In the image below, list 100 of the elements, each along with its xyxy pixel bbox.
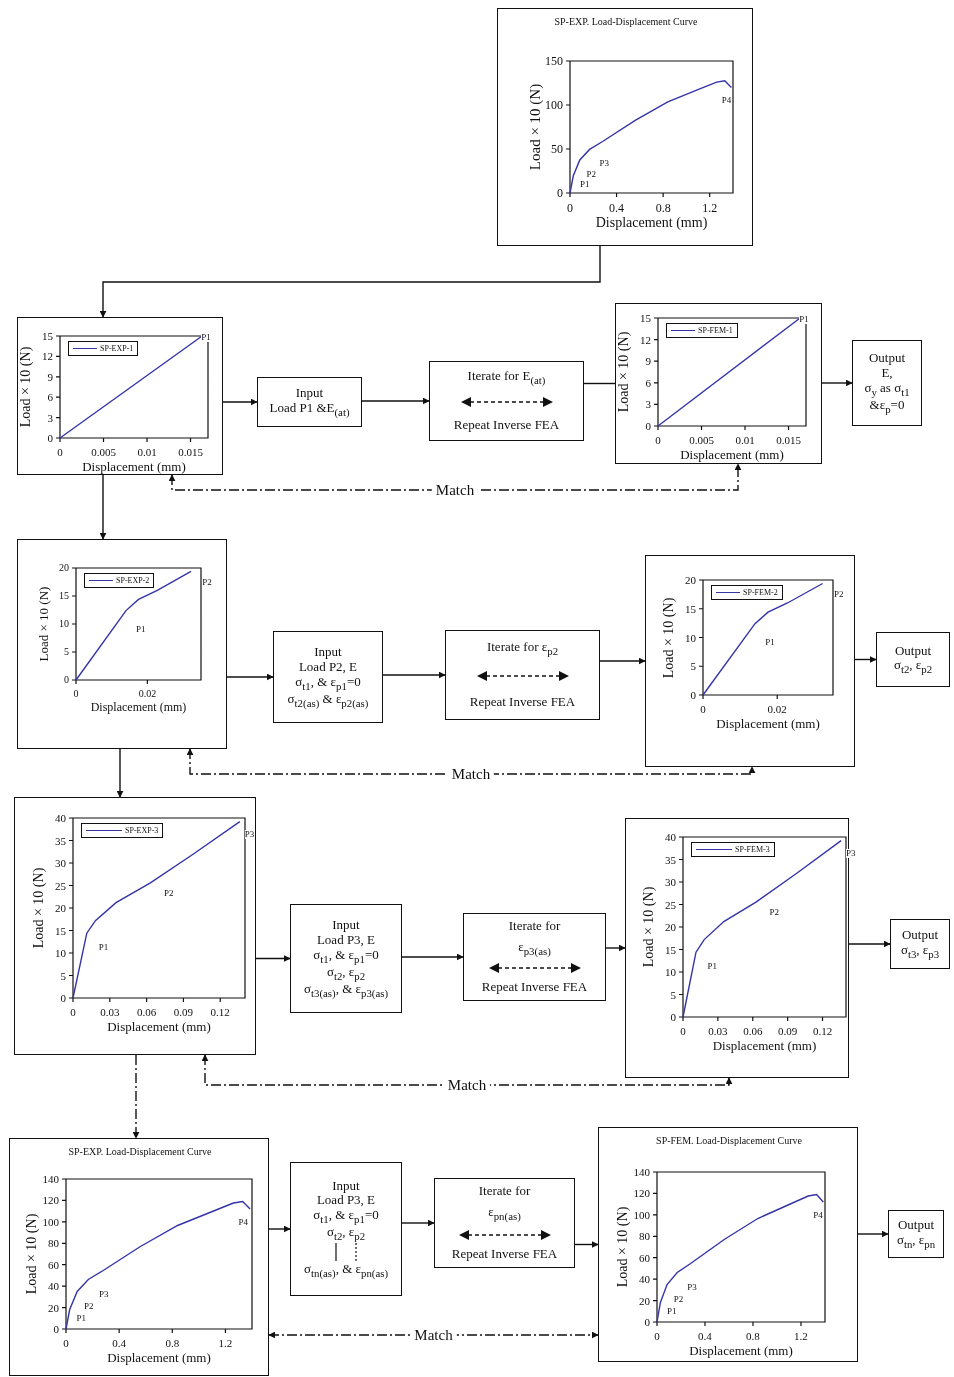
tick-label: 0.015	[178, 447, 203, 458]
tick-label: 0.06	[137, 1007, 157, 1018]
tick-label: 0.4	[609, 202, 625, 214]
process-box	[257, 377, 362, 427]
tick-label: 150	[545, 55, 563, 67]
tick-label: 100	[545, 99, 563, 111]
tick-label: 5	[60, 970, 66, 981]
tick-label: 0	[73, 689, 79, 699]
tick-label: 1.2	[218, 1338, 233, 1349]
point-label: P3	[687, 1283, 697, 1292]
box-text: σ$_{t1}$, & ε$_{p1}$=0	[313, 947, 379, 965]
point-label: P1	[579, 180, 590, 190]
chart-panel	[9, 1138, 269, 1376]
tick-label: 10	[59, 619, 69, 629]
tick-label: 20	[48, 1302, 59, 1314]
process-box	[434, 1178, 575, 1268]
box-heading: Input	[314, 645, 342, 660]
tick-label: 15	[55, 925, 66, 936]
tick-label: 0	[655, 435, 661, 446]
box-text: σ$_{tn}$, ε$_{pn}$	[896, 1232, 936, 1250]
tick-label: 80	[639, 1230, 650, 1242]
box-text: σ$_{tn(as)}$, & ε$_{pn(as)}$	[303, 1262, 389, 1280]
tick-label: 0	[60, 992, 66, 1004]
point-label: P2	[84, 1302, 94, 1311]
process-box	[890, 919, 950, 969]
point-label: P3	[846, 849, 856, 858]
point-label: P1	[765, 638, 775, 648]
tick-label: 1.2	[702, 202, 718, 214]
tick-label: 120	[633, 1187, 650, 1199]
box-text: σ$_{t2(as)}$ & ε$_{p2(as)}$	[287, 691, 369, 709]
arrow	[382, 671, 446, 679]
axis-label: Displacement (mm)	[107, 1351, 211, 1364]
axis-label: Displacement (mm)	[680, 448, 784, 461]
legend-label: SP-FEM-3	[735, 845, 770, 854]
tick-label: 0	[557, 187, 563, 199]
process-box	[290, 904, 402, 1013]
legend-label: SP-EXP-1	[100, 344, 134, 353]
tick-label: 20	[685, 574, 696, 586]
tick-label: 5	[670, 989, 676, 1000]
process-box	[445, 630, 600, 720]
legend-label: SP-EXP-2	[116, 576, 150, 585]
box-text: σ$_{t1}$, & ε$_{p1}$=0	[295, 674, 361, 692]
chart-panel	[14, 797, 256, 1055]
box-text: σ$_{y}$ as σ$_{t1}$	[864, 380, 910, 398]
point-label: P2	[586, 169, 596, 179]
process-box	[876, 632, 950, 687]
axis-label: Load × 10 (N)	[19, 346, 33, 428]
tick-label: 35	[55, 835, 66, 846]
tick-label: 0.06	[743, 1026, 763, 1037]
tick-label: 0	[680, 1026, 686, 1037]
tick-label: 10	[665, 966, 676, 978]
box-heading: Input	[332, 1178, 360, 1194]
axis-label: Load × 10 (N)	[36, 586, 50, 662]
box-text: σ$_{t2}$, ε$_{p2}$	[326, 1225, 366, 1243]
tick-label: 20	[59, 563, 69, 573]
chart-title: SP-EXP. Load-Displacement Curve	[68, 1147, 212, 1157]
tick-label: 0.01	[735, 435, 755, 446]
arrow	[222, 398, 258, 406]
box-text: ε$_{p3(as)}$	[518, 939, 551, 957]
axis-label: Displacement (mm)	[712, 1039, 817, 1052]
tick-label: 0.005	[689, 435, 714, 446]
box-heading: Output	[894, 643, 932, 659]
point-label: P2	[769, 908, 779, 918]
tick-label: 0	[70, 1007, 76, 1018]
tick-label: 6	[645, 377, 651, 389]
box-text: Load P1 &E$_{(at)}$	[269, 400, 350, 418]
point-label: P1	[667, 1307, 677, 1316]
tick-label: 0	[670, 1011, 676, 1023]
arrow	[574, 1241, 599, 1248]
tick-label: 100	[42, 1216, 59, 1228]
tick-label: 0.4	[112, 1338, 126, 1349]
box-text: ε$_{pn(as)}$	[488, 1205, 521, 1223]
tick-label: 40	[48, 1280, 59, 1292]
tick-label: 0.03	[708, 1026, 728, 1037]
tick-label: 0.03	[100, 1007, 120, 1018]
point-label: P2	[834, 589, 844, 599]
axis-label: Displacement (mm)	[90, 701, 187, 713]
tick-label: 9	[645, 355, 651, 367]
tick-label: 0.09	[778, 1026, 798, 1037]
arrow	[401, 953, 464, 961]
tick-label: 0	[700, 704, 706, 715]
chart-panel	[497, 8, 753, 246]
box-text: Repeat Inverse FEA	[453, 418, 560, 433]
tick-label: 0.02	[138, 689, 157, 699]
chart-panel	[17, 539, 227, 749]
tick-label: 40	[665, 831, 676, 843]
tick-label: 3	[47, 412, 53, 424]
box-heading: Iterate for E$_{(at)}$	[467, 369, 546, 387]
arrow	[401, 1219, 435, 1227]
axis-label: Displacement (mm)	[689, 1344, 793, 1357]
axis-label: Load × 10 (N)	[642, 886, 656, 968]
tick-label: 6	[47, 391, 53, 403]
arrow	[599, 657, 646, 665]
axis-label: Displacement (mm)	[82, 460, 186, 473]
tick-label: 0.005	[91, 447, 116, 458]
tick-label: 10	[685, 632, 696, 643]
point-label: P2	[164, 889, 174, 899]
tick-label: 35	[665, 854, 676, 865]
arrow	[848, 940, 891, 948]
point-label: P1	[707, 962, 718, 972]
